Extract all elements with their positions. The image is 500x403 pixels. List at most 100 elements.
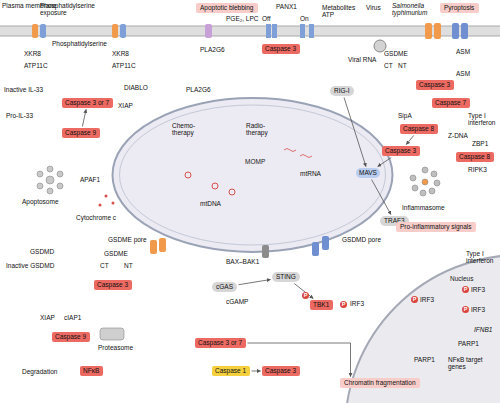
caspase-box: Caspase 3 bbox=[94, 280, 132, 290]
caspase-box: Caspase 3 bbox=[262, 44, 300, 54]
phospho-badge: P bbox=[462, 286, 469, 293]
gsdme-pore bbox=[434, 23, 441, 39]
label-text: GSDME bbox=[384, 50, 408, 57]
label-text: PLA2G6 bbox=[200, 46, 225, 53]
label-text: DIABLO bbox=[124, 84, 148, 91]
label-text: Cytochrome c bbox=[76, 214, 116, 221]
mitochondrion-outline bbox=[110, 96, 395, 254]
label-text: Virus bbox=[366, 4, 381, 11]
phospho-badge: P bbox=[411, 296, 418, 303]
caspase-box: Caspase 3 or 7 bbox=[62, 98, 113, 108]
label-text: BAX–BAK1 bbox=[226, 258, 259, 265]
label-text: PLA2G6 bbox=[186, 86, 211, 93]
label-text: ASM bbox=[456, 70, 470, 77]
caspase-box: TBK1 bbox=[310, 300, 333, 310]
chemo-symbol bbox=[160, 140, 168, 144]
node-text: Caspase 9 bbox=[55, 333, 87, 340]
label-text: GSDME bbox=[104, 250, 128, 257]
caspase-box: Caspase 9 bbox=[52, 332, 90, 342]
caspase-box: Caspase 3 bbox=[262, 366, 300, 376]
node-text: Caspase 7 bbox=[435, 99, 467, 106]
gsdme-pore bbox=[150, 240, 157, 254]
connector-arrow bbox=[294, 284, 313, 299]
label-text: cGAMP bbox=[226, 298, 248, 305]
protein-box: STING bbox=[272, 272, 300, 282]
lipase-symbol bbox=[205, 24, 212, 38]
apoptosome-symbol bbox=[37, 166, 63, 194]
node-text: Caspase 3 bbox=[385, 147, 417, 154]
outcome-box: Pyroptosis bbox=[440, 3, 479, 13]
mitochondrion: MOMPMAVS bbox=[110, 96, 395, 254]
label-text: PGE₂, LPC bbox=[226, 15, 259, 22]
label-text: Chemo-therapy bbox=[172, 122, 202, 136]
channel-open bbox=[309, 24, 314, 38]
protein-box: MAVS bbox=[356, 168, 380, 178]
label-text: IFNB1 bbox=[474, 326, 492, 333]
label-text: Inactive IL-33 bbox=[4, 86, 43, 93]
channel-closed bbox=[266, 24, 271, 38]
label-text: Metabolites ATP bbox=[322, 4, 358, 18]
connector-arrow bbox=[248, 343, 351, 377]
scramblase-symbol bbox=[32, 24, 38, 38]
node-text: Caspase 3 or 7 bbox=[65, 99, 110, 106]
label-text: Phosphatidylserine bbox=[52, 40, 107, 47]
node-text: Pro-inflammatory signals bbox=[400, 223, 472, 230]
caspase-box: Caspase 1 bbox=[212, 366, 250, 376]
caspase-box: Caspase 3 bbox=[416, 80, 454, 90]
label-text: Z-DNA bbox=[448, 132, 468, 139]
node-text: Caspase 3 bbox=[265, 45, 297, 52]
label-text: SipA bbox=[398, 112, 412, 119]
label-text: RIPK3 bbox=[468, 166, 487, 173]
label-text: NT bbox=[398, 62, 407, 69]
scramblase-symbol bbox=[112, 24, 118, 38]
outcome-box: Pro-inflammatory signals bbox=[396, 222, 476, 232]
label-text: Salmonella typhimurium bbox=[392, 2, 436, 16]
label-text: IRF3 bbox=[350, 300, 364, 307]
phospho-badge: P bbox=[462, 306, 469, 313]
label-text: XIAP bbox=[40, 314, 55, 321]
flippase-symbol bbox=[120, 24, 126, 38]
label-text: ZBP1 bbox=[472, 140, 488, 147]
label-text: Apoptosome bbox=[22, 198, 59, 205]
caspase-box: Caspase 8 bbox=[400, 124, 438, 134]
label-text: IRF3 bbox=[420, 296, 434, 303]
label-text: Inactive GSDMD bbox=[6, 262, 54, 269]
node-text: Caspase 3 bbox=[419, 81, 451, 88]
label-text: Pro-IL-33 bbox=[6, 112, 33, 119]
node-text: Caspase 8 bbox=[459, 153, 491, 160]
label-text: ATP11C bbox=[112, 62, 136, 69]
connector-arrow bbox=[406, 136, 413, 145]
caspase-box: Caspase 3 bbox=[382, 146, 420, 156]
channel-closed bbox=[272, 24, 277, 38]
gsdmd-pore bbox=[461, 23, 468, 39]
caspase-box: Caspase 7 bbox=[432, 98, 470, 108]
label-text: APAF1 bbox=[80, 176, 100, 183]
caspase-box: Caspase 9 bbox=[62, 128, 100, 138]
flippase-symbol bbox=[40, 24, 46, 38]
gsdme-pore bbox=[159, 238, 166, 252]
node-text: RIG-I bbox=[334, 87, 350, 94]
caspase-box: NFκB bbox=[80, 366, 103, 376]
gsdme-pore bbox=[425, 23, 432, 39]
label-text: CT bbox=[384, 62, 393, 69]
label-text: Degradation bbox=[22, 368, 57, 375]
radiation-symbol bbox=[230, 126, 242, 138]
label-text: mtRNA bbox=[300, 170, 321, 177]
caspase-box: Caspase 8 bbox=[456, 152, 494, 162]
label-text: XIAP bbox=[118, 102, 133, 109]
gsdmd-pore bbox=[322, 236, 329, 250]
cytochrome-dots bbox=[99, 192, 120, 207]
mtdna-symbol bbox=[185, 172, 235, 195]
label-text: Inflammasome bbox=[402, 204, 445, 211]
connector-arrow bbox=[82, 110, 86, 127]
label-text: NFκB target genes bbox=[448, 356, 490, 370]
node-text: Pyroptosis bbox=[444, 4, 475, 11]
label-text: GSDME pore bbox=[108, 236, 147, 243]
plasma-membrane bbox=[0, 26, 500, 36]
node-text: MAVS bbox=[359, 169, 377, 176]
gsdmd-pore bbox=[312, 242, 319, 256]
label-text: XKR8 bbox=[112, 50, 129, 57]
protein-box: RIG-I bbox=[330, 86, 354, 96]
node-text: Caspase 3 bbox=[97, 281, 129, 288]
label-text: Type I interferon bbox=[468, 112, 498, 126]
